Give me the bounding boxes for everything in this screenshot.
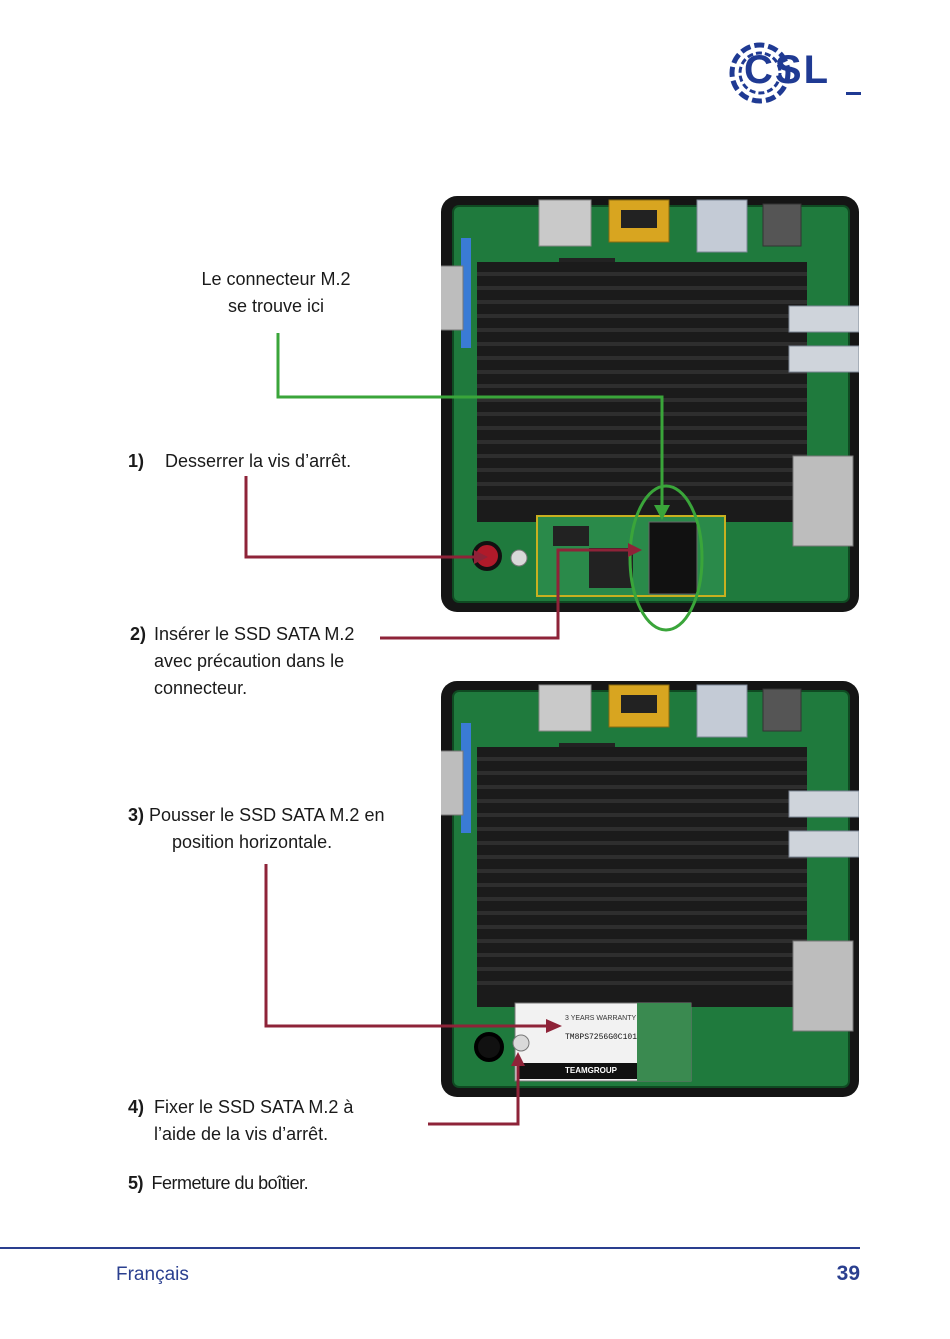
step-5-number: 5) [128,1173,144,1193]
connector-callout: Le connecteur M.2 se trouve ici [176,266,376,320]
ssd-label-warranty: 3 YEARS WARRANTY [565,1015,637,1022]
csl-logo: CSL [728,38,863,108]
step-3-line2: position horizontale. [172,832,333,852]
connector-callout-line2: se trouve ici [227,296,325,316]
ssd-label-brand: TEAMGROUP [565,1066,617,1075]
step-3-line1: Pousser le SSD SATA M.2 en [149,805,385,825]
step-3: 3) Pousser le SSD SATA M.2 en position h… [128,802,384,856]
step-2-line1: Insérer le SSD SATA M.2 [154,624,355,644]
motherboard-illustration: GST5009 [441,199,859,603]
page-number: 39 [836,1262,860,1285]
step-4-number: 4) [128,1097,145,1117]
csl-logo-mark-icon [729,42,861,104]
heatsink [477,747,807,1007]
step-2-number: 2) [130,624,147,644]
footer-divider [0,1247,860,1249]
step-1-number: 1) [128,451,145,471]
step-2-line2: avec précaution dans le [154,651,345,671]
step-4: 4) Fixer le SSD SATA M.2 à l’aide de la … [128,1094,353,1148]
mini-pc-board-image-bottom: GST5009 TM8PS7256G0C101 TEAMGROUP [441,681,859,1097]
step-2-line3: connecteur. [154,678,248,698]
step-5-text: Fermeture du boîtier. [151,1173,309,1193]
ssd-label-model: TM8PS7256G0C101 [565,1033,638,1042]
step-4-line1: Fixer le SSD SATA M.2 à [154,1097,354,1117]
motherboard-illustration-ssd: GST5009 [441,684,859,1088]
footer-language: Français [116,1264,189,1285]
heatsink [477,262,807,522]
step-5: 5) Fermeture du boîtier. [128,1170,309,1197]
mini-pc-board-image-top: GST5009 [441,196,859,612]
connector-callout-line1: Le connecteur M.2 [201,269,351,289]
step-2: 2) Insérer le SSD SATA M.2 avec précauti… [130,621,354,702]
step-1: 1) Desserrer la vis d’arrêt. [128,448,351,475]
step-1-text: Desserrer la vis d’arrêt. [165,451,352,471]
step-3-number: 3) [128,805,145,825]
logo-text: CSL [744,48,830,92]
step-4-line2: l’aide de la vis d’arrêt. [154,1124,329,1144]
